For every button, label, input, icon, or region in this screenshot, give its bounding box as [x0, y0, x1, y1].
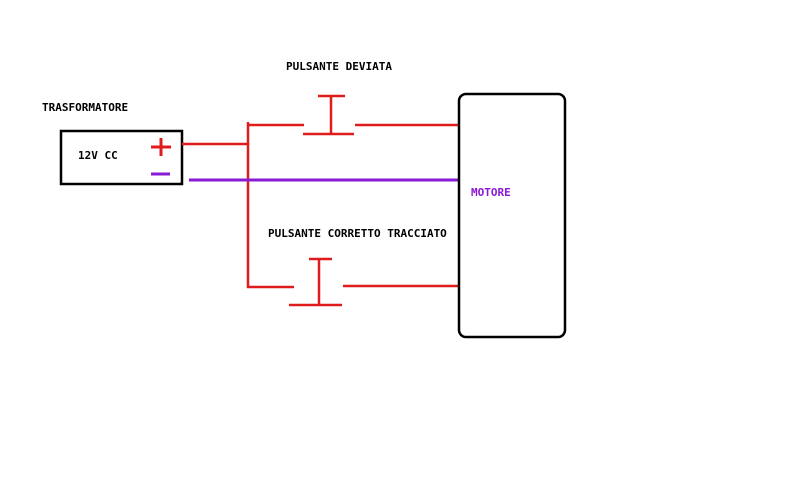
positive-terminal-icon	[151, 138, 171, 156]
motor-label: MOTORE	[471, 186, 511, 199]
positive-wiring	[182, 122, 461, 289]
button-bottom-switch-icon	[289, 257, 342, 307]
button-top-switch-icon	[303, 94, 354, 136]
button-top-label: PULSANTE DEVIATA	[286, 60, 392, 73]
transformer-label: TRASFORMATORE	[42, 101, 128, 114]
voltage-label: 12V CC	[78, 149, 118, 162]
button-bottom-label: PULSANTE CORRETTO TRACCIATO	[268, 227, 447, 240]
motor-box	[457, 92, 567, 339]
